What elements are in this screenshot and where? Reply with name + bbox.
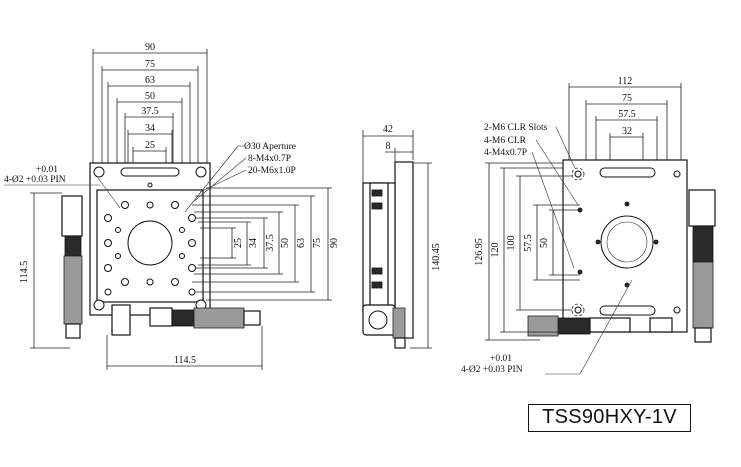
pin-hole bbox=[673, 170, 681, 178]
bottom-block bbox=[649, 317, 673, 333]
dim-34: 34 bbox=[145, 123, 155, 134]
pin-hole bbox=[93, 166, 105, 178]
micrometer-barrel-left bbox=[63, 255, 83, 325]
micrometer-cap-left bbox=[65, 323, 81, 339]
dim-90: 90 bbox=[145, 42, 155, 53]
clr-hole bbox=[571, 303, 585, 317]
dim-112: 112 bbox=[618, 76, 633, 87]
clr-hole bbox=[571, 167, 585, 181]
side-micrometer bbox=[392, 307, 406, 339]
clr-hole-inner bbox=[574, 306, 582, 314]
callout-slots: 2-M6 CLR Slots bbox=[484, 123, 548, 133]
side-rail bbox=[369, 182, 389, 314]
micrometer-body-bottom bbox=[149, 307, 173, 327]
pin-spec-top: 4-Ø2 +0.03 PIN bbox=[4, 175, 66, 185]
dim-25: 25 bbox=[145, 140, 155, 151]
micrometer-barrel-bottom bbox=[193, 307, 245, 329]
micrometer-barrel-right bbox=[692, 261, 714, 329]
bottom-view: 112 75 57.5 32 bbox=[461, 76, 716, 375]
bottom-aperture-inner bbox=[606, 221, 648, 263]
callout-m6-clr: 4-M6 CLR bbox=[484, 136, 527, 146]
clr-hole-inner bbox=[574, 170, 582, 178]
dim-42: 42 bbox=[383, 124, 393, 135]
dim-b32: 32 bbox=[622, 126, 632, 137]
model-number: TSS90HXY-1V bbox=[528, 404, 691, 432]
dim-v25: 25 bbox=[233, 238, 244, 248]
dim-v90: 90 bbox=[329, 238, 340, 248]
callout-aperture: Ø30 Aperture bbox=[244, 142, 296, 152]
lower-block bbox=[111, 304, 131, 336]
micrometer-thimble-left bbox=[64, 235, 82, 257]
tapped-holes bbox=[104, 182, 196, 296]
micrometer-thimble-right bbox=[692, 225, 714, 263]
dim-overall-width: 114.5 bbox=[174, 355, 196, 366]
dim-v34: 34 bbox=[248, 238, 259, 248]
bottom-aperture bbox=[600, 215, 654, 269]
dim-v37-5: 37.5 bbox=[265, 234, 276, 252]
micrometer-barrel-b bbox=[527, 315, 559, 337]
side-view: 42 8 140.45 bbox=[362, 124, 442, 349]
dim-37-5: 37.5 bbox=[141, 106, 159, 117]
micrometer-body-right bbox=[688, 189, 716, 227]
dim-b57-5: 57.5 bbox=[618, 109, 636, 120]
micrometer-cap-right bbox=[694, 327, 712, 343]
pin-hole bbox=[93, 299, 105, 311]
callout-m6: 20-M6x1.0P bbox=[248, 166, 296, 176]
micrometer-thimble-bottom bbox=[171, 309, 195, 327]
dim-v50: 50 bbox=[280, 238, 291, 248]
dim-b75: 75 bbox=[622, 93, 632, 104]
top-view: 90 75 63 50 37.5 34 25 bbox=[4, 42, 340, 370]
callout-m4-b: 4-M4x0.7P bbox=[484, 148, 527, 158]
dim-side-height: 140.45 bbox=[431, 243, 442, 271]
dim-50: 50 bbox=[145, 91, 155, 102]
dim-75: 75 bbox=[145, 59, 155, 70]
pin-tol-upper-bottom: +0.01 bbox=[490, 354, 512, 364]
micrometer-cap-bottom bbox=[243, 310, 261, 326]
dim-overall-height: 114.5 bbox=[19, 261, 30, 283]
pin-hole bbox=[195, 166, 207, 178]
bottom-slot-bottom bbox=[599, 305, 656, 316]
callout-m4: 8-M4x0.7P bbox=[248, 154, 291, 164]
side-micrometer-cap bbox=[394, 337, 406, 349]
pin-spec-bottom: 4-Ø2 +0.03 PIN bbox=[461, 365, 523, 375]
dim-v75: 75 bbox=[312, 238, 323, 248]
micrometer-body-left bbox=[61, 195, 83, 237]
aperture bbox=[127, 220, 173, 266]
dim-b100: 100 bbox=[506, 236, 517, 251]
dim-8: 8 bbox=[386, 141, 391, 152]
dim-b120: 120 bbox=[490, 243, 501, 258]
side-knob bbox=[368, 310, 388, 330]
pin-tol-upper-top: +0.01 bbox=[36, 165, 58, 175]
slot bbox=[120, 167, 180, 177]
dim-b57-5v: 57.5 bbox=[523, 234, 534, 252]
pin-hole bbox=[673, 306, 681, 314]
bottom-slot-top bbox=[599, 167, 656, 178]
dim-b50: 50 bbox=[539, 238, 550, 248]
dim-63: 63 bbox=[145, 75, 155, 86]
dim-v63: 63 bbox=[296, 238, 307, 248]
dim-b126-95: 126.95 bbox=[474, 238, 485, 266]
